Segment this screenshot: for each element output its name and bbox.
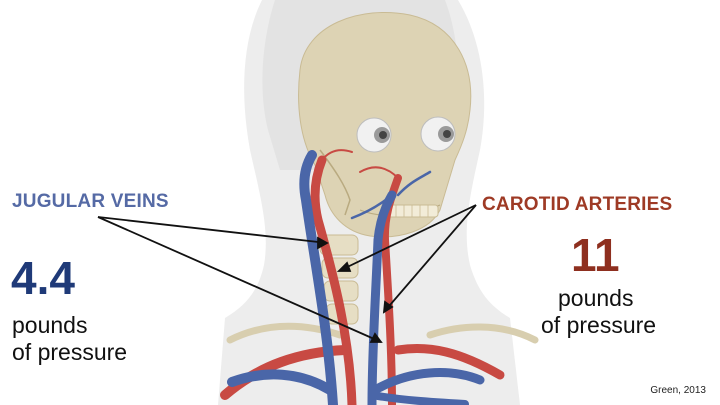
carotid-unit-line-2: of pressure — [541, 312, 657, 338]
jugular-unit-line-2: of pressure — [12, 339, 128, 365]
citation: Green, 2013 — [650, 385, 706, 396]
left-eye — [356, 117, 392, 153]
carotid-unit-line-1: pounds — [558, 285, 634, 311]
right-eye — [420, 116, 456, 152]
jugular-veins-label: JUGULAR VEINS — [12, 191, 169, 212]
carotid-pressure-value: 11 — [571, 229, 620, 281]
pointer-lines — [97, 204, 477, 343]
carotid-arteries-label: CAROTID ARTERIES — [482, 194, 673, 215]
jugular-pressure-value: 4.4 — [11, 252, 75, 304]
jugular-unit-line-1: pounds — [12, 312, 88, 338]
jugular-veins — [227, 150, 485, 405]
